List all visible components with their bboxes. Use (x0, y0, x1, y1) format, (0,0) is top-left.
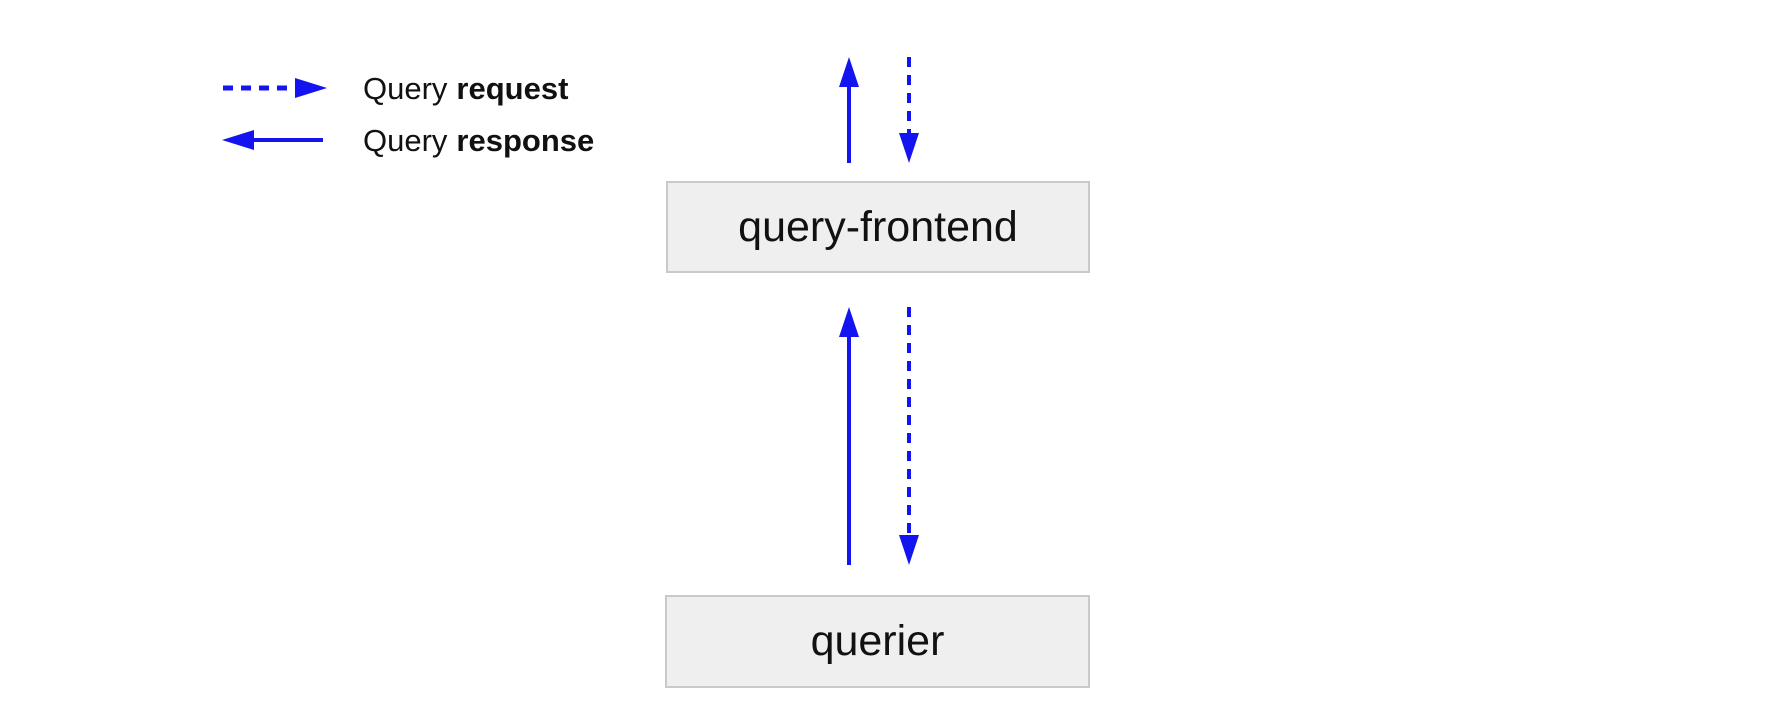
node-label: query-frontend (738, 202, 1018, 251)
legend-text-prefix: Query (363, 70, 448, 106)
legend-text-prefix: Query (363, 122, 448, 158)
arrow-head (839, 57, 859, 87)
node-label: querier (810, 617, 945, 665)
arrow-head (839, 307, 859, 337)
solid-arrow-head (222, 130, 254, 150)
arrow-head (899, 535, 919, 565)
node-query-frontend: query-frontend (666, 181, 1090, 273)
dashed-arrow-right-icon (223, 78, 327, 98)
request-arrow-down-top (899, 57, 919, 163)
response-arrow-up-middle (839, 307, 859, 565)
legend-text-bold: request (456, 70, 569, 106)
node-querier: querier (665, 595, 1090, 688)
request-arrow-down-middle (899, 307, 919, 565)
solid-arrow-left-icon (222, 130, 323, 150)
response-arrow-up-top (839, 57, 859, 163)
legend-text-bold: response (456, 122, 595, 158)
dashed-arrow-head (295, 78, 327, 98)
arrow-head (899, 133, 919, 163)
